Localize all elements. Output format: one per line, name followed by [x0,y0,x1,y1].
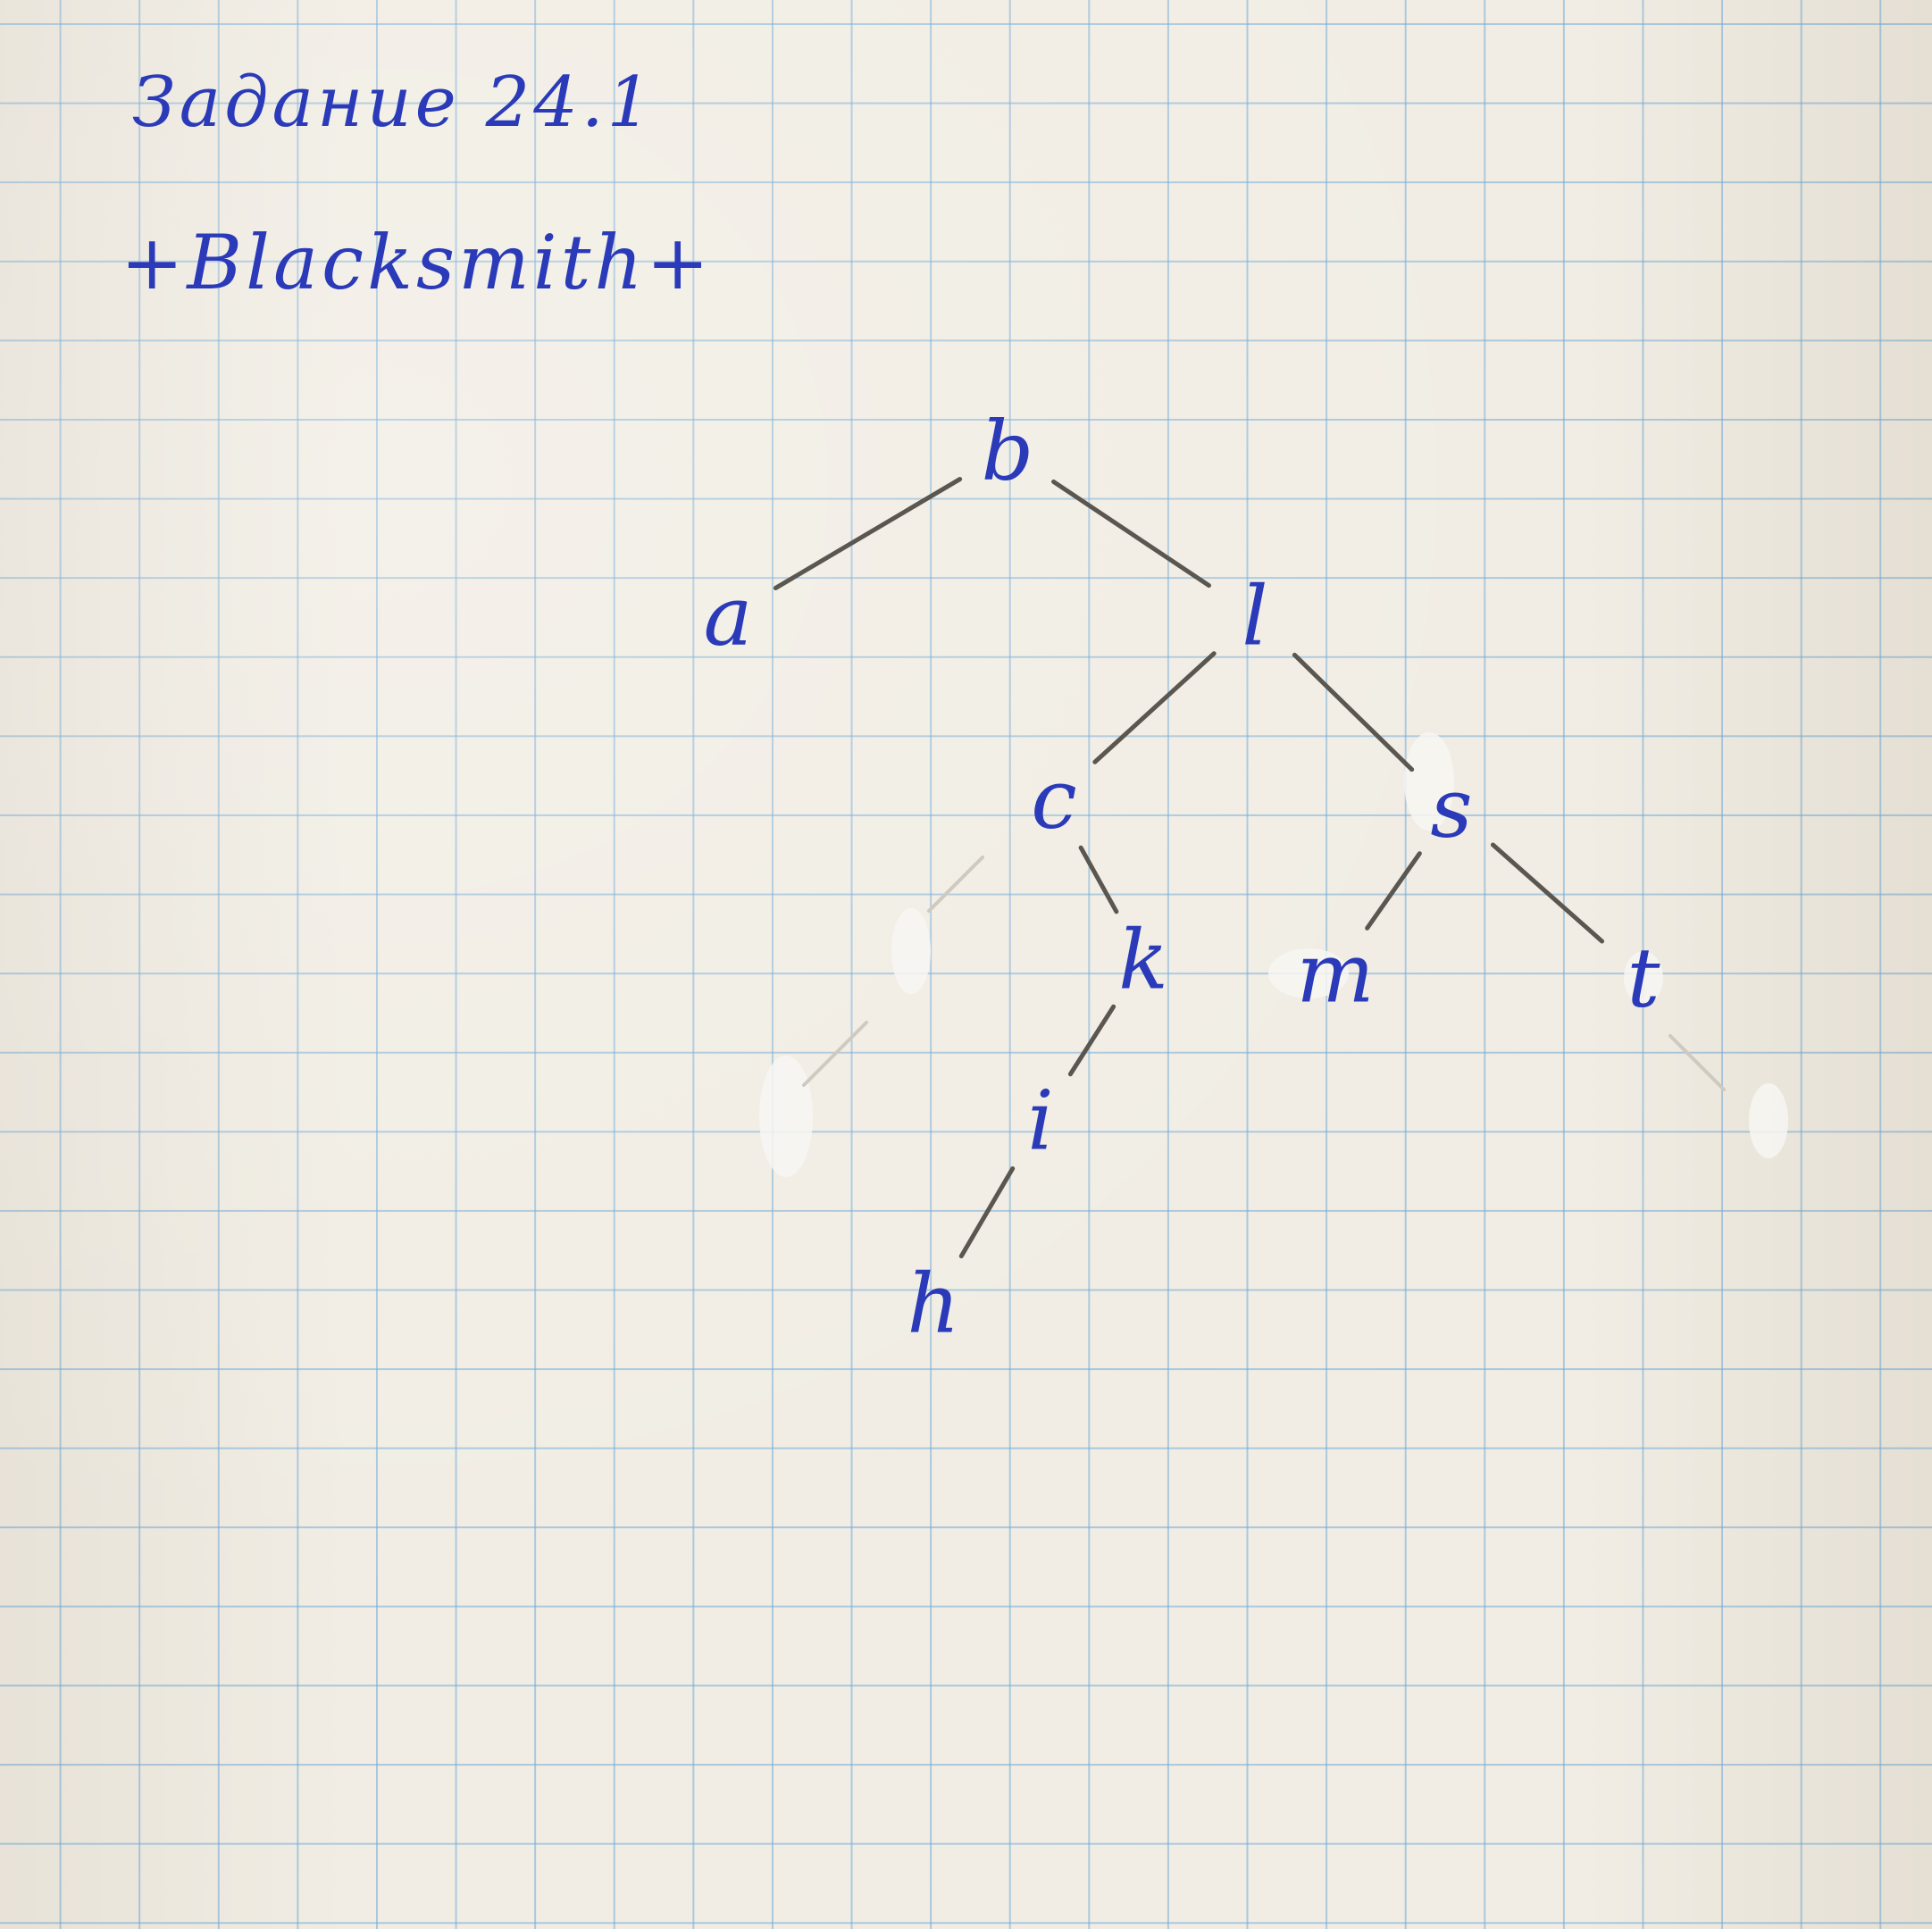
erased-edge [1669,1034,1726,1091]
tree-edge-i-h [958,1166,1016,1258]
correction-fluid-marks [759,732,1788,1177]
correction-mark [1404,732,1454,831]
word-line: +Blacksmith+ [121,219,713,306]
tree-node-h: h [907,1257,959,1352]
tree-edge-l-s [1292,652,1415,772]
tree-node-m: m [1296,926,1374,1022]
tree-node-b: b [982,404,1034,499]
correction-mark [759,1056,813,1177]
tree-node-a: a [704,569,753,664]
tree-edge-k-i [1067,1004,1117,1077]
tree-edge-b-l [1051,479,1211,589]
tree-edge-s-t [1490,842,1605,944]
faint-erased-edges [802,856,1726,1091]
tree-node-t: t [1627,931,1661,1026]
tree-node-k: k [1118,913,1168,1008]
tree-node-i: i [1027,1073,1053,1169]
tree-edges [773,477,1605,1258]
tree-node-layer: b a l c s k m t ih [704,404,1661,1352]
tree-node-l: l [1242,569,1267,664]
tree-edge-b-a [773,477,963,590]
correction-mark [1749,1083,1788,1158]
tree-edge-c-k [1078,845,1119,914]
assignment-title: Задание 24.1 [132,63,656,143]
tree-edge-l-c [1092,651,1217,764]
correction-mark [1624,951,1663,1005]
erased-edge [927,856,984,913]
tree-node-c: c [1031,752,1077,848]
tree-node-s: s [1430,761,1472,856]
tree-edge-s-m [1365,851,1422,931]
correction-mark [1268,948,1349,998]
erased-edge [802,1021,868,1087]
correction-mark [891,908,931,994]
